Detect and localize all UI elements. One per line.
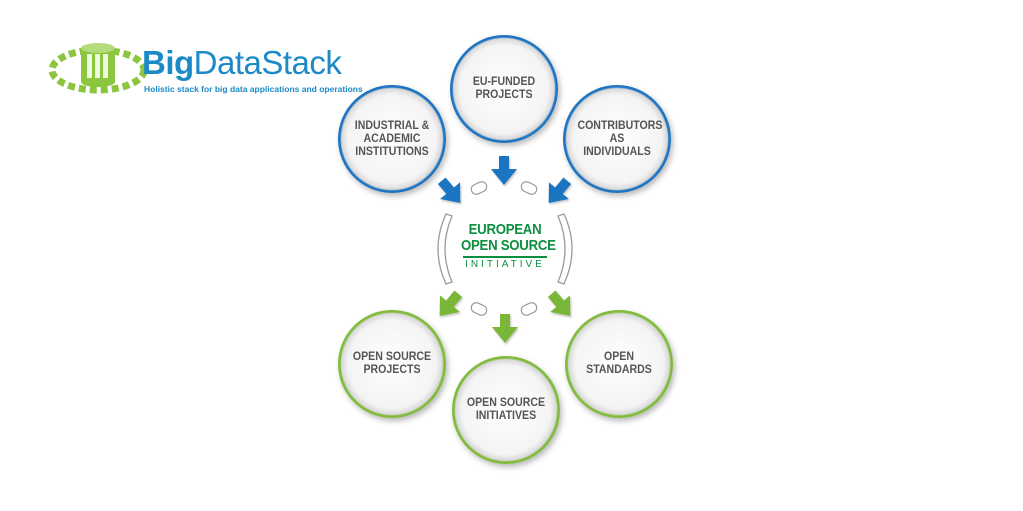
arrow-down-icon <box>548 177 572 203</box>
arrow-down-icon <box>491 156 517 185</box>
database-cylinder-icon <box>48 43 148 94</box>
connector-pill <box>470 181 488 195</box>
left-bracket-arc <box>437 213 453 285</box>
input-circle-institutions: INDUSTRIAL & ACADEMIC INSTITUTIONS <box>338 85 446 193</box>
output-circle-standards: OPEN STANDARDS <box>565 310 673 418</box>
output-circle-projects: OPEN SOURCE PROJECTS <box>338 310 446 418</box>
center-line-3: INITIATIVE <box>463 256 547 271</box>
output-label: OPEN SOURCE INITIATIVES <box>466 397 546 422</box>
output-label: OPEN SOURCE PROJECTS <box>352 351 432 376</box>
logo-tagline: Holistic stack for big data applications… <box>144 84 363 94</box>
connector-pill <box>520 302 538 316</box>
input-label: INDUSTRIAL & ACADEMIC INSTITUTIONS <box>354 119 430 158</box>
connector-pill <box>520 181 538 195</box>
connector-pill <box>470 302 488 316</box>
logo-word-datastack: DataStack <box>193 44 342 81</box>
center-line-1: EUROPEAN <box>468 221 542 238</box>
logo-word-big: Big <box>142 44 194 81</box>
output-label: OPEN STANDARDS <box>586 351 652 376</box>
logo-wordmark: BigDataStack <box>142 44 342 82</box>
arrow-down-icon <box>547 290 571 316</box>
center-line-2: OPEN SOURCE <box>461 237 556 254</box>
european-open-source-initiative: EUROPEAN OPEN SOURCE INITIATIVE <box>455 221 556 271</box>
arrow-down-icon <box>439 290 463 316</box>
input-circle-contributors: CONTRIBUTORS AS INDIVIDUALS <box>563 85 671 193</box>
output-circle-initiatives: OPEN SOURCE INITIATIVES <box>452 356 560 464</box>
arrow-down-icon <box>492 314 518 343</box>
input-label: EU-FUNDED PROJECTS <box>472 76 536 101</box>
arrow-down-icon <box>437 177 461 203</box>
right-bracket-arc <box>557 213 573 285</box>
bigdatastack-logo: BigDataStack Holistic stack for big data… <box>48 40 363 102</box>
input-circle-eu-projects: EU-FUNDED PROJECTS <box>450 35 558 143</box>
input-label: CONTRIBUTORS AS INDIVIDUALS <box>577 119 663 158</box>
